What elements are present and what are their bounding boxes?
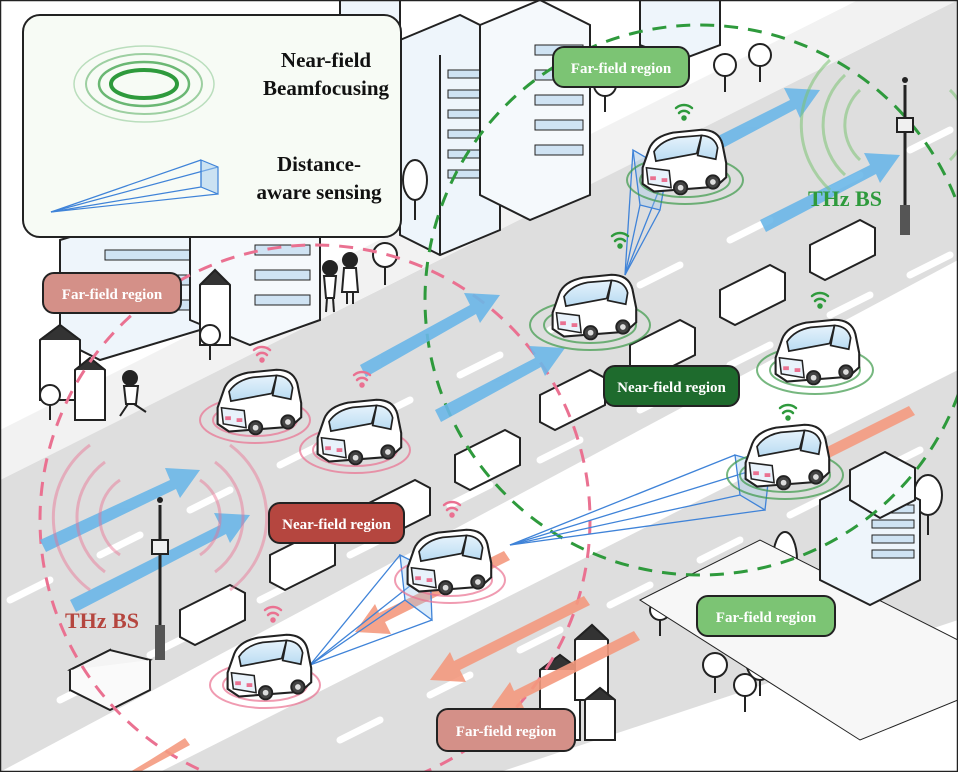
thz-bs-left-label: THz BS — [65, 608, 139, 633]
wifi-icon — [263, 605, 283, 623]
person-icon — [119, 370, 147, 417]
wifi-icon — [778, 403, 798, 421]
sensing-label-line1: Distance- — [277, 152, 361, 176]
tree — [713, 53, 737, 92]
barrier — [719, 263, 786, 327]
barrier — [179, 583, 246, 647]
wifi-icon — [252, 345, 272, 363]
thz-bs-left — [51, 443, 269, 660]
car — [551, 273, 638, 341]
car — [216, 368, 303, 436]
near-field-label-right: Near-field region — [603, 365, 740, 407]
beamfocusing-label-line1: Near-field — [280, 48, 372, 72]
small-house — [74, 356, 106, 421]
car — [406, 528, 493, 596]
wifi-icon — [610, 231, 630, 249]
signal-icons — [252, 103, 830, 623]
near-field-label-left: Near-field region — [268, 502, 405, 544]
far-field-label-bottom: Far-field region — [436, 708, 576, 752]
far-field-label-top: Far-field region — [552, 46, 690, 88]
sensing-label-line2: aware sensing — [256, 180, 382, 204]
sensing-legend-icon — [50, 159, 219, 213]
wifi-icon — [352, 370, 372, 388]
far-field-label-lower-right: Far-field region — [696, 595, 836, 637]
barrier — [454, 428, 521, 492]
pedestrians — [119, 252, 360, 417]
small-house — [584, 686, 616, 741]
beamfocusing-legend-icon — [73, 45, 215, 123]
tree — [402, 159, 428, 220]
building — [849, 450, 916, 520]
building — [479, 0, 591, 222]
wifi-icon — [674, 103, 694, 121]
car — [774, 318, 861, 386]
barrier — [67, 648, 153, 712]
thz-bs-right-label: THz BS — [808, 186, 882, 211]
person-icon — [322, 260, 338, 313]
tree — [702, 652, 728, 693]
car — [316, 398, 403, 466]
tree — [39, 384, 61, 420]
car — [641, 128, 728, 196]
car — [226, 633, 313, 701]
tree — [748, 43, 772, 82]
tree — [372, 242, 398, 285]
legend-box: Near-field Beamfocusing Distance- aware … — [22, 14, 402, 238]
beamfocusing-label-line2: Beamfocusing — [263, 76, 389, 100]
car — [744, 423, 831, 491]
wifi-icon — [810, 291, 830, 309]
wifi-icon — [442, 500, 462, 518]
thz-bs-right — [799, 58, 958, 235]
far-field-label-left: Far-field region — [42, 272, 182, 314]
building — [639, 0, 721, 62]
barrier — [809, 218, 876, 282]
barrier — [539, 368, 606, 432]
tree — [199, 324, 221, 360]
tree — [733, 673, 757, 712]
person-icon — [340, 252, 360, 304]
